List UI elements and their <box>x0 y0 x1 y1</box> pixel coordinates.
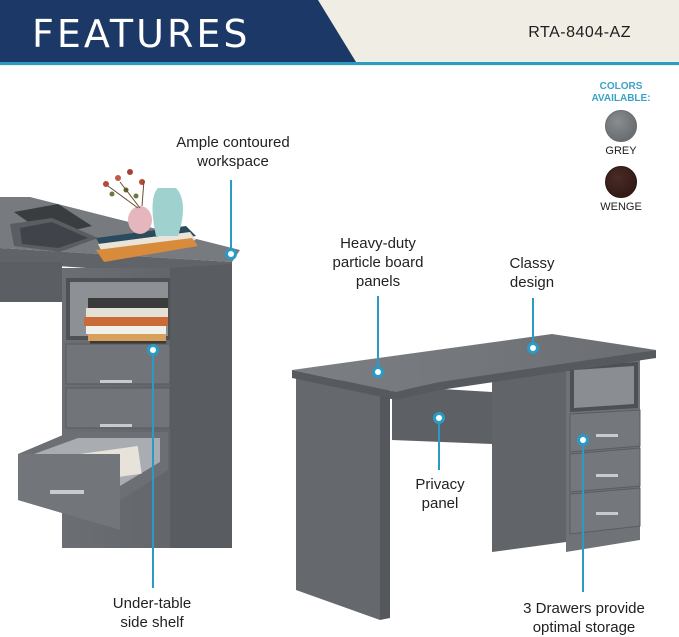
wenge-swatch[interactable] <box>605 166 637 198</box>
feature-privacy-line <box>438 424 440 470</box>
feature-drawers-line <box>582 446 584 592</box>
feature-workspace-line <box>230 180 232 252</box>
feature-workspace-line1: Ample contoured <box>176 134 290 151</box>
grey-swatch[interactable] <box>605 110 637 142</box>
feature-panels-line <box>377 296 379 368</box>
colors-heading-line2: AVAILABLE: <box>591 93 651 104</box>
feature-drawers-line2: optimal storage <box>532 619 636 636</box>
feature-privacy-label: Privacy panel <box>402 475 478 513</box>
feature-panels-line3: panels <box>355 273 401 290</box>
feature-drawers-label: 3 Drawers provide optimal storage <box>506 599 662 637</box>
page-title: FEATURES <box>32 12 251 56</box>
colors-heading-line1: COLORS <box>599 81 643 92</box>
model-number: RTA-8404-AZ <box>528 24 631 41</box>
feature-classy-line2: design <box>509 274 555 291</box>
feature-shelf-label: Under-table side shelf <box>96 594 208 632</box>
feature-privacy-line2: panel <box>421 495 459 512</box>
feature-classy-label: Classy design <box>492 254 572 292</box>
feature-panels-marker[interactable] <box>372 366 384 378</box>
header-title-banner <box>0 0 679 66</box>
feature-panels-line2: particle board <box>332 254 424 271</box>
feature-classy-line1: Classy <box>509 255 555 272</box>
feature-drawers-line1: 3 Drawers provide <box>523 600 645 617</box>
wenge-swatch-label: WENGE <box>600 201 642 213</box>
feature-shelf-marker[interactable] <box>147 344 159 356</box>
feature-workspace-label: Ample contoured workspace <box>160 133 306 171</box>
feature-drawers-marker[interactable] <box>577 434 589 446</box>
feature-shelf-line <box>152 356 154 588</box>
left-desk <box>0 169 240 548</box>
feature-shelf-line2: side shelf <box>120 614 184 631</box>
feature-privacy-line1: Privacy <box>415 476 465 493</box>
feature-classy-line <box>532 298 534 342</box>
feature-shelf-line1: Under-table <box>112 595 192 612</box>
grey-swatch-label: GREY <box>605 145 637 157</box>
colors-heading: COLORS AVAILABLE: <box>585 81 657 105</box>
feature-classy-marker[interactable] <box>527 342 539 354</box>
feature-workspace-marker[interactable] <box>225 248 237 260</box>
feature-panels-line1: Heavy-duty <box>340 235 416 252</box>
right-desk <box>292 334 656 620</box>
feature-privacy-marker[interactable] <box>433 412 445 424</box>
feature-workspace-line2: workspace <box>197 153 269 170</box>
feature-panels-label: Heavy-duty particle board panels <box>316 234 440 291</box>
